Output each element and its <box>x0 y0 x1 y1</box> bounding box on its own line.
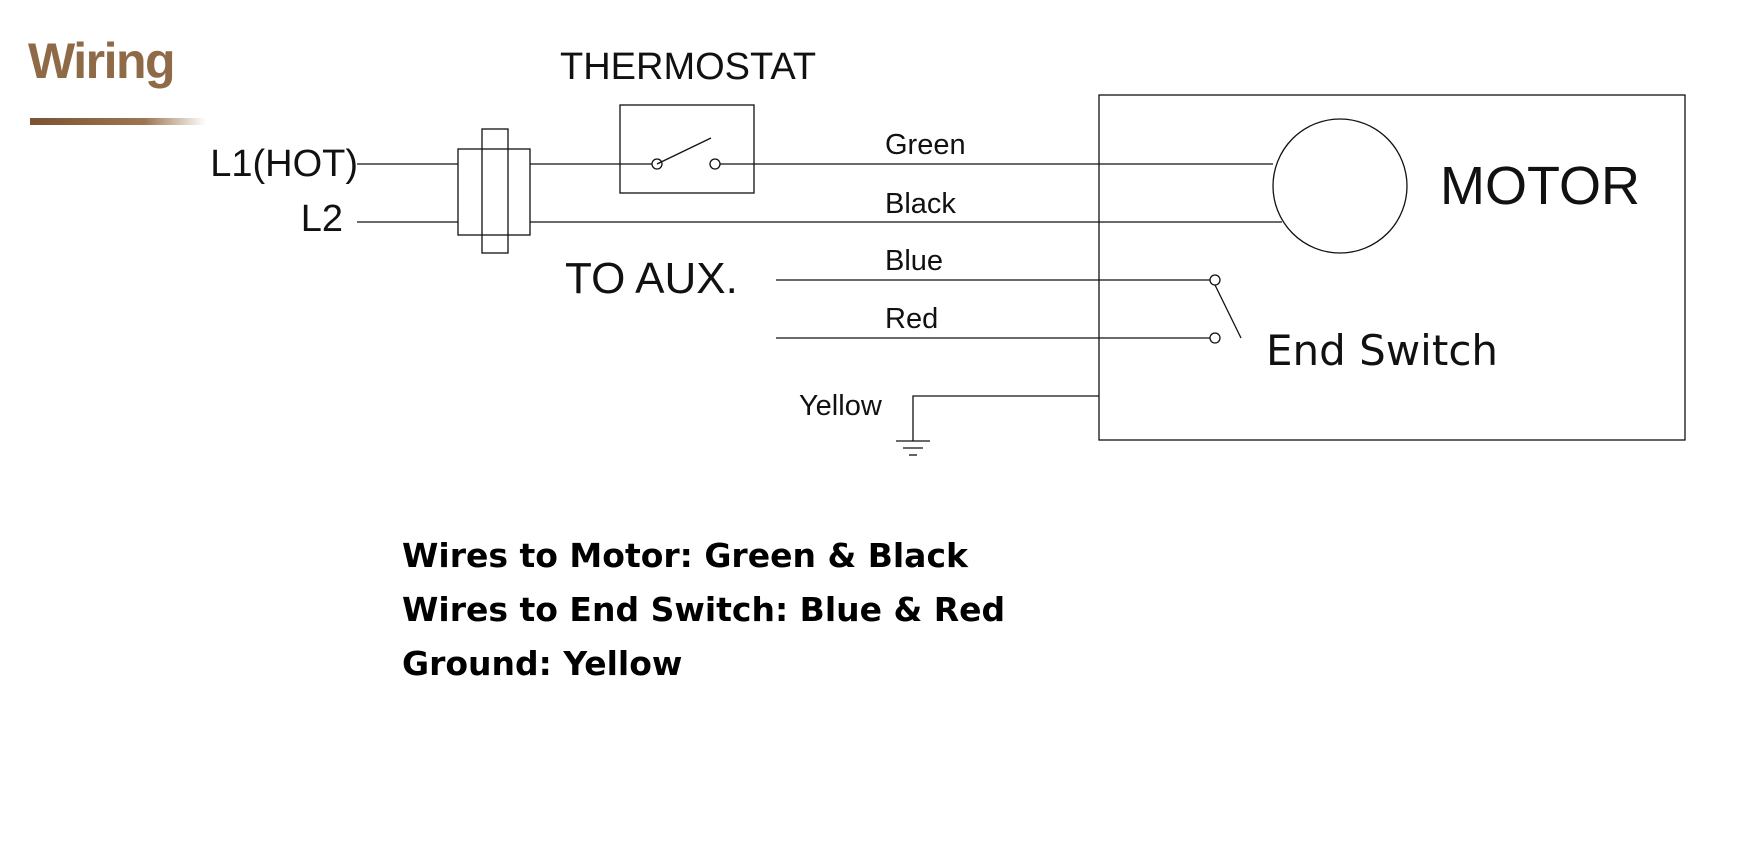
label-to-aux: TO AUX. <box>565 254 738 303</box>
wire-yellow <box>912 395 1099 441</box>
label-yellow: Yellow <box>799 390 883 422</box>
connector-block-inner <box>481 128 509 254</box>
end-switch-contact-bottom <box>1209 332 1221 344</box>
title-underline <box>30 118 206 125</box>
note-end-switch-wires: Wires to End Switch: Blue & Red <box>402 590 1006 629</box>
section-title: Wiring <box>28 33 176 89</box>
label-blue: Blue <box>885 245 943 277</box>
label-motor: MOTOR <box>1440 156 1640 216</box>
motor-symbol <box>1272 118 1408 254</box>
thermostat-contact-right <box>709 158 721 170</box>
note-motor-wires: Wires to Motor: Green & Black <box>402 536 968 575</box>
label-thermostat: THERMOSTAT <box>560 46 816 88</box>
end-switch-blade <box>1214 284 1242 339</box>
end-switch-contact-top <box>1209 274 1221 286</box>
thermostat-box <box>619 104 755 194</box>
motor-housing <box>1098 94 1686 441</box>
label-black: Black <box>885 188 956 220</box>
label-green: Green <box>885 129 966 161</box>
label-l1: L1(HOT) <box>210 143 358 185</box>
note-ground: Ground: Yellow <box>402 644 683 683</box>
connector-block-outer <box>457 148 531 236</box>
label-l2: L2 <box>301 198 343 240</box>
wiring-notes: Wires to Motor: Green & Black Wires to E… <box>402 534 1005 696</box>
label-end-switch: End Switch <box>1266 326 1498 375</box>
label-red: Red <box>885 303 938 335</box>
thermostat-switch-blade <box>656 137 712 165</box>
